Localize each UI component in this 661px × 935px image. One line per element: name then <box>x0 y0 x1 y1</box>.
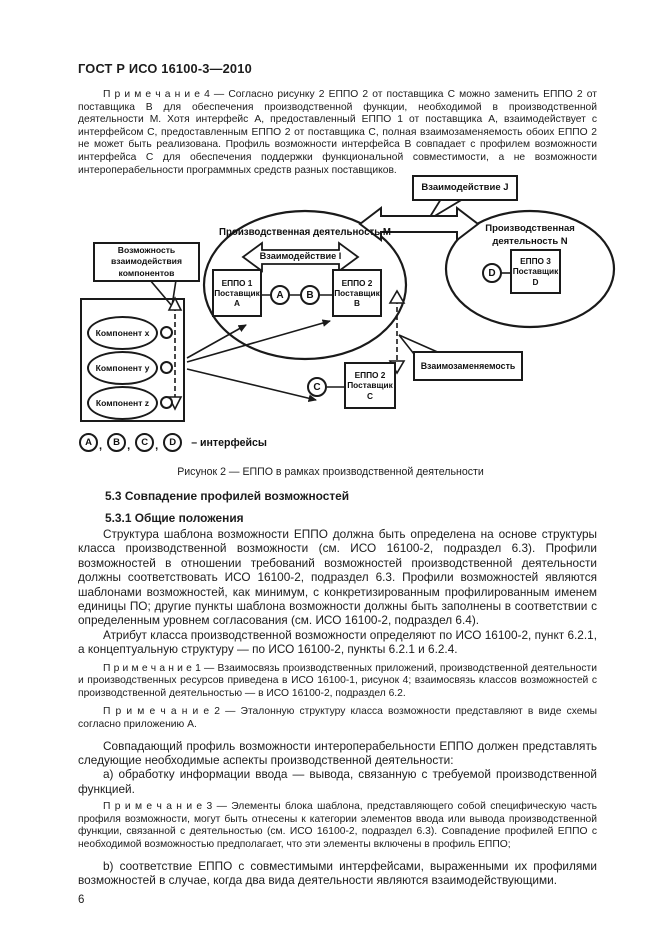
figure-2-caption: Рисунок 2 — ЕППО в рамках производственн… <box>177 466 484 478</box>
activity-n-title-line2: деятельность N <box>492 236 568 247</box>
interface-b-circle: В <box>300 285 320 305</box>
note-1: П р и м е ч а н и е 1 — Взаимосвязь прои… <box>78 662 597 699</box>
note-4: П р и м е ч а н и е 4 — Согласно рисунку… <box>78 89 597 176</box>
activity-m-title: Производственная деятельность М <box>219 227 391 238</box>
figure-2-diagram: Взаимодействие J Производственная деятел… <box>0 172 661 460</box>
activity-n-ellipse <box>444 209 616 329</box>
document-header: ГОСТ Р ИСО 16100-3—2010 <box>78 61 252 76</box>
paragraph-attribute-class: Атрибут класса производственной возможно… <box>78 627 597 657</box>
figure-legend: А , В , С , D – интерфейсы <box>79 433 267 452</box>
capability-callout: Возможность взаимодействия компонентов <box>93 242 200 282</box>
diagram-shapes <box>148 198 616 411</box>
component-z-port-circle <box>160 396 173 409</box>
eppo3-box: ЕППО 3 Поставщик D <box>510 249 561 294</box>
interchangeability-callout: Взаимозаменяемость <box>413 351 523 381</box>
component-x-port-circle <box>160 326 173 339</box>
component-container-box <box>80 298 185 422</box>
section-5-3-1-heading: 5.3.1 Общие положения <box>105 511 244 525</box>
legend-comma: , <box>99 439 103 452</box>
page-number: 6 <box>78 894 85 907</box>
interaction-j-callout: Взаимодействие J <box>412 175 518 201</box>
interface-a-circle: А <box>270 285 290 305</box>
eppo2b-box: ЕППО 2 Поставщик В <box>332 269 382 317</box>
legend-interface-a: А <box>79 433 98 452</box>
legend-comma: , <box>127 439 131 452</box>
interaction-i-label: Взаимодействие I <box>259 251 342 261</box>
interface-d-circle: D <box>482 263 502 283</box>
component-y-port-circle <box>160 361 173 374</box>
eppo2c-box: ЕППО 2 Поставщик С <box>344 362 396 409</box>
activity-m-ellipse <box>202 209 408 361</box>
legend-comma: , <box>155 439 159 452</box>
legend-label: – интерфейсы <box>191 436 267 449</box>
legend-interface-b: В <box>107 433 127 452</box>
paragraph-matching-profile: Совпадающий профиль возможности интеропе… <box>78 738 597 768</box>
paragraph-template-structure: Структура шаблона возможности ЕППО должн… <box>78 527 597 628</box>
legend-interface-c: С <box>135 433 155 452</box>
note-2: П р и м е ч а н и е 2 — Эталонную структ… <box>78 706 597 731</box>
note-3: П р и м е ч а н и е 3 — Элементы блока ш… <box>78 801 597 851</box>
component-z-ellipse: Компонент z <box>87 386 158 420</box>
list-item-b: b) соответствие ЕППО с совместимыми инте… <box>78 858 597 888</box>
interaction-j-arrow <box>358 205 480 243</box>
list-item-a: а) обработку информации ввода — вывода, … <box>78 767 597 796</box>
main-text-column: 5.3 Совпадение профилей возможностей 5.3… <box>78 489 597 906</box>
activity-n-title-line1: Производственная <box>485 223 575 234</box>
section-5-3-heading: 5.3 Совпадение профилей возможностей <box>105 489 350 503</box>
component-x-ellipse: Компонент x <box>87 316 158 350</box>
interface-c-circle: С <box>307 377 327 397</box>
legend-interface-d: D <box>163 433 183 452</box>
eppo1-box: ЕППО 1 Поставщик А <box>212 269 262 317</box>
interaction-i-arrow <box>241 241 360 273</box>
component-y-ellipse: Компонент y <box>87 351 158 385</box>
